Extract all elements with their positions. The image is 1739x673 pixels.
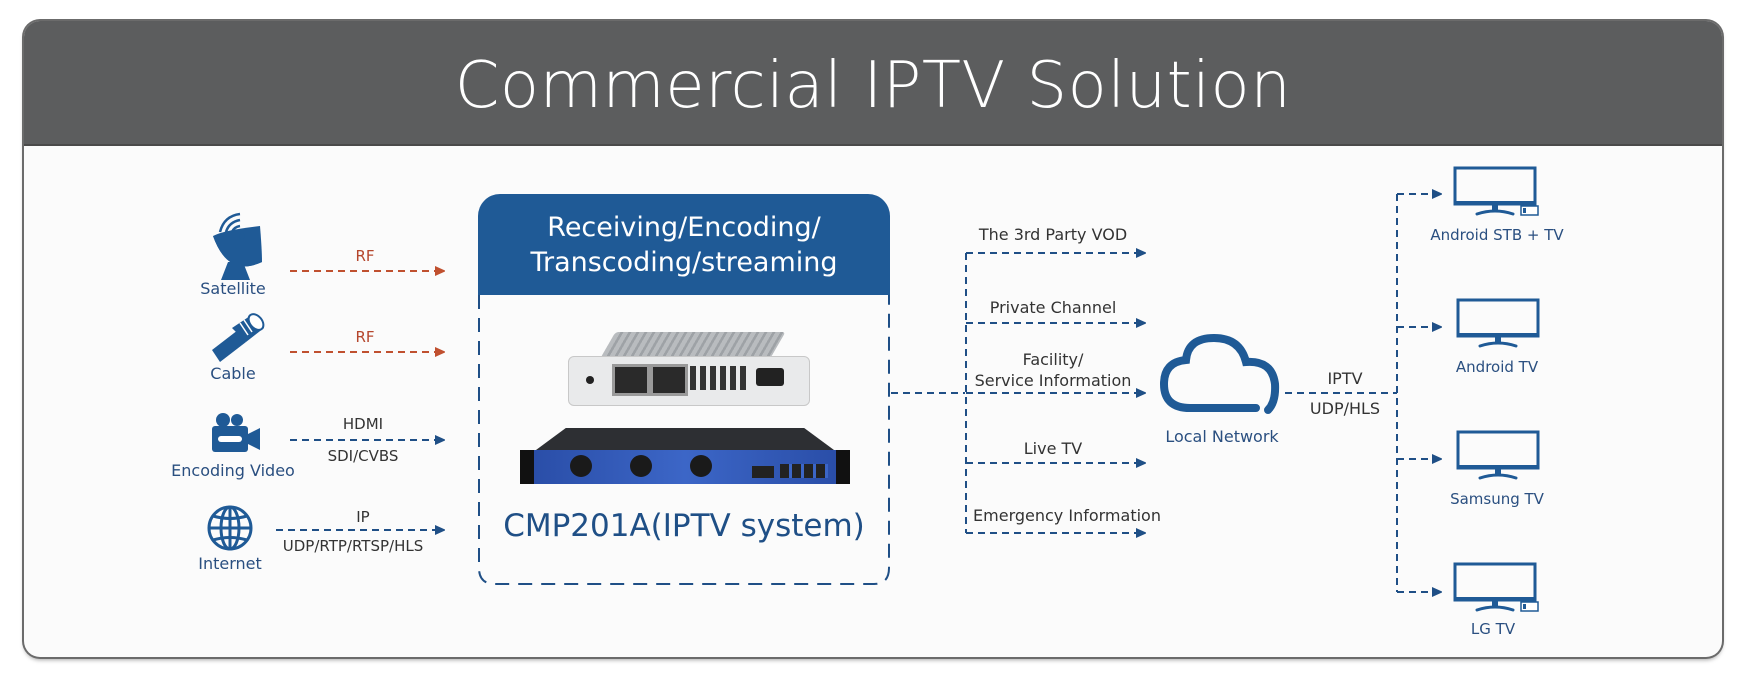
- output-label-facility-line2: Service Information: [974, 371, 1132, 390]
- network-label: Local Network: [1165, 427, 1279, 446]
- network-link-label-iptv: IPTV: [1327, 369, 1363, 388]
- source-label-internet: Internet: [198, 554, 262, 573]
- output-label-live-tv: Live TV: [1023, 439, 1083, 458]
- output-label-vod: The 3rd Party VOD: [978, 225, 1128, 244]
- link-label-protocols: UDP/RTP/RTSP/HLS: [282, 537, 424, 555]
- output-label-facility-line1: Facility/: [1022, 350, 1084, 369]
- globe-icon: [207, 505, 253, 551]
- output-label-private-channel: Private Channel: [989, 298, 1117, 317]
- title-bar: Commercial IPTV Solution: [24, 21, 1722, 146]
- tv-with-stb-icon: [1453, 562, 1539, 612]
- rack-server-image: [520, 428, 850, 486]
- source-label-encoding-video: Encoding Video: [171, 461, 295, 480]
- page-title: Commercial IPTV Solution: [454, 49, 1292, 123]
- video-camera-icon: [212, 413, 260, 452]
- system-box-border: [478, 295, 890, 585]
- source-label-satellite: Satellite: [200, 279, 266, 298]
- encoder-module-image: [568, 332, 810, 410]
- output-label-emergency: Emergency Information: [973, 506, 1161, 525]
- cloud-icon: [1159, 333, 1280, 414]
- device-label-lg-tv: LG TV: [1470, 620, 1516, 638]
- system-function-line1: Receiving/Encoding/: [547, 212, 821, 243]
- output-label-facility: Facility/ Service Information: [975, 349, 1132, 391]
- system-box-header: Receiving/Encoding/ Transcoding/streamin…: [478, 194, 890, 295]
- link-label-ip: IP: [356, 508, 370, 526]
- system-function-title: Receiving/Encoding/ Transcoding/streamin…: [478, 210, 890, 280]
- device-label-android-tv: Android TV: [1455, 358, 1539, 376]
- device-label-android-stb: Android STB + TV: [1430, 226, 1564, 244]
- network-link-label-udp-hls: UDP/HLS: [1309, 399, 1381, 418]
- satellite-dish-icon: [213, 212, 262, 280]
- link-label-hdmi: HDMI: [342, 415, 384, 433]
- tv-with-stb-icon: [1453, 166, 1539, 216]
- source-label-cable: Cable: [210, 364, 256, 383]
- coax-cable-icon: [212, 313, 265, 362]
- link-label-sdi-cvbs: SDI/CVBS: [327, 447, 399, 465]
- link-label-rf-satellite: RF: [355, 247, 375, 265]
- tv-icon: [1456, 430, 1540, 480]
- product-name: CMP201A(IPTV system): [503, 508, 865, 544]
- diagram-panel: Commercial IPTV Solution: [24, 21, 1722, 657]
- tv-icon: [1456, 298, 1540, 348]
- system-function-line2: Transcoding/streaming: [530, 247, 838, 278]
- device-label-samsung-tv: Samsung TV: [1450, 490, 1544, 508]
- link-label-rf-cable: RF: [355, 328, 375, 346]
